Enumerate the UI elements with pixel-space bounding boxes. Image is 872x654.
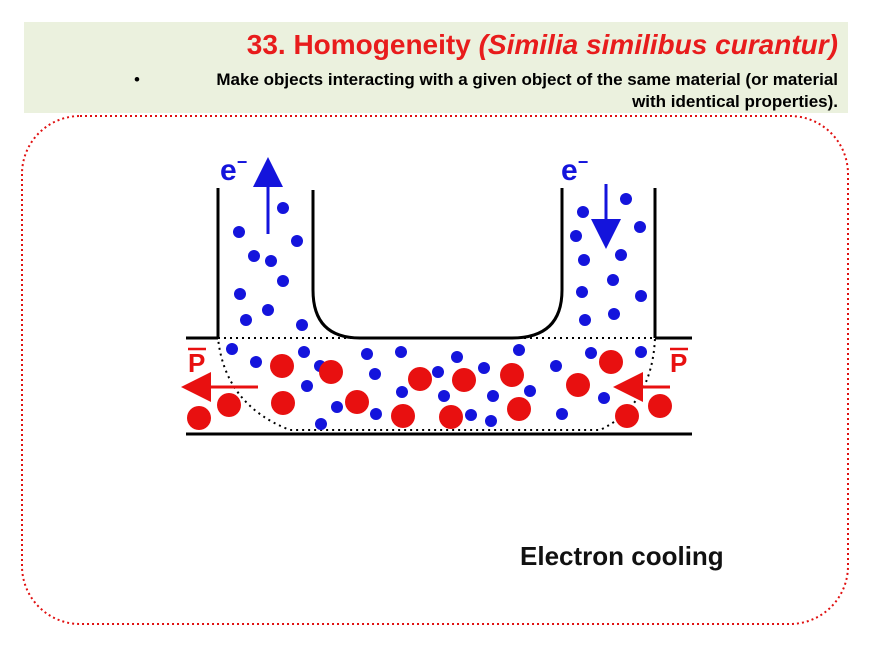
title-number: 33. Homogeneity: [246, 29, 479, 60]
svg-text:P: P: [188, 348, 205, 378]
slide-title: 33. Homogeneity (Similia similibus curan…: [247, 29, 838, 61]
electron-label-right: e−: [561, 152, 588, 187]
header-banner: 33. Homogeneity (Similia similibus curan…: [24, 22, 848, 113]
title-latin: (Similia similibus curantur): [478, 29, 838, 60]
bullet-dot-icon: •: [134, 70, 140, 89]
proton-label-left: P: [188, 347, 206, 378]
svg-text:P: P: [670, 348, 687, 378]
electron-beam-boundary: [216, 337, 657, 431]
proton-label-right: P: [670, 347, 688, 378]
bullet-text: • Make objects interacting with a given o…: [134, 69, 838, 113]
diagram-caption: Electron cooling: [520, 541, 724, 571]
dotted-frame: [21, 115, 849, 625]
electron-particles: [226, 193, 647, 430]
electron-label-left: e−: [220, 152, 247, 187]
bullet-content: Make objects interacting with a given ob…: [216, 70, 838, 111]
proton-particles: [187, 350, 672, 430]
